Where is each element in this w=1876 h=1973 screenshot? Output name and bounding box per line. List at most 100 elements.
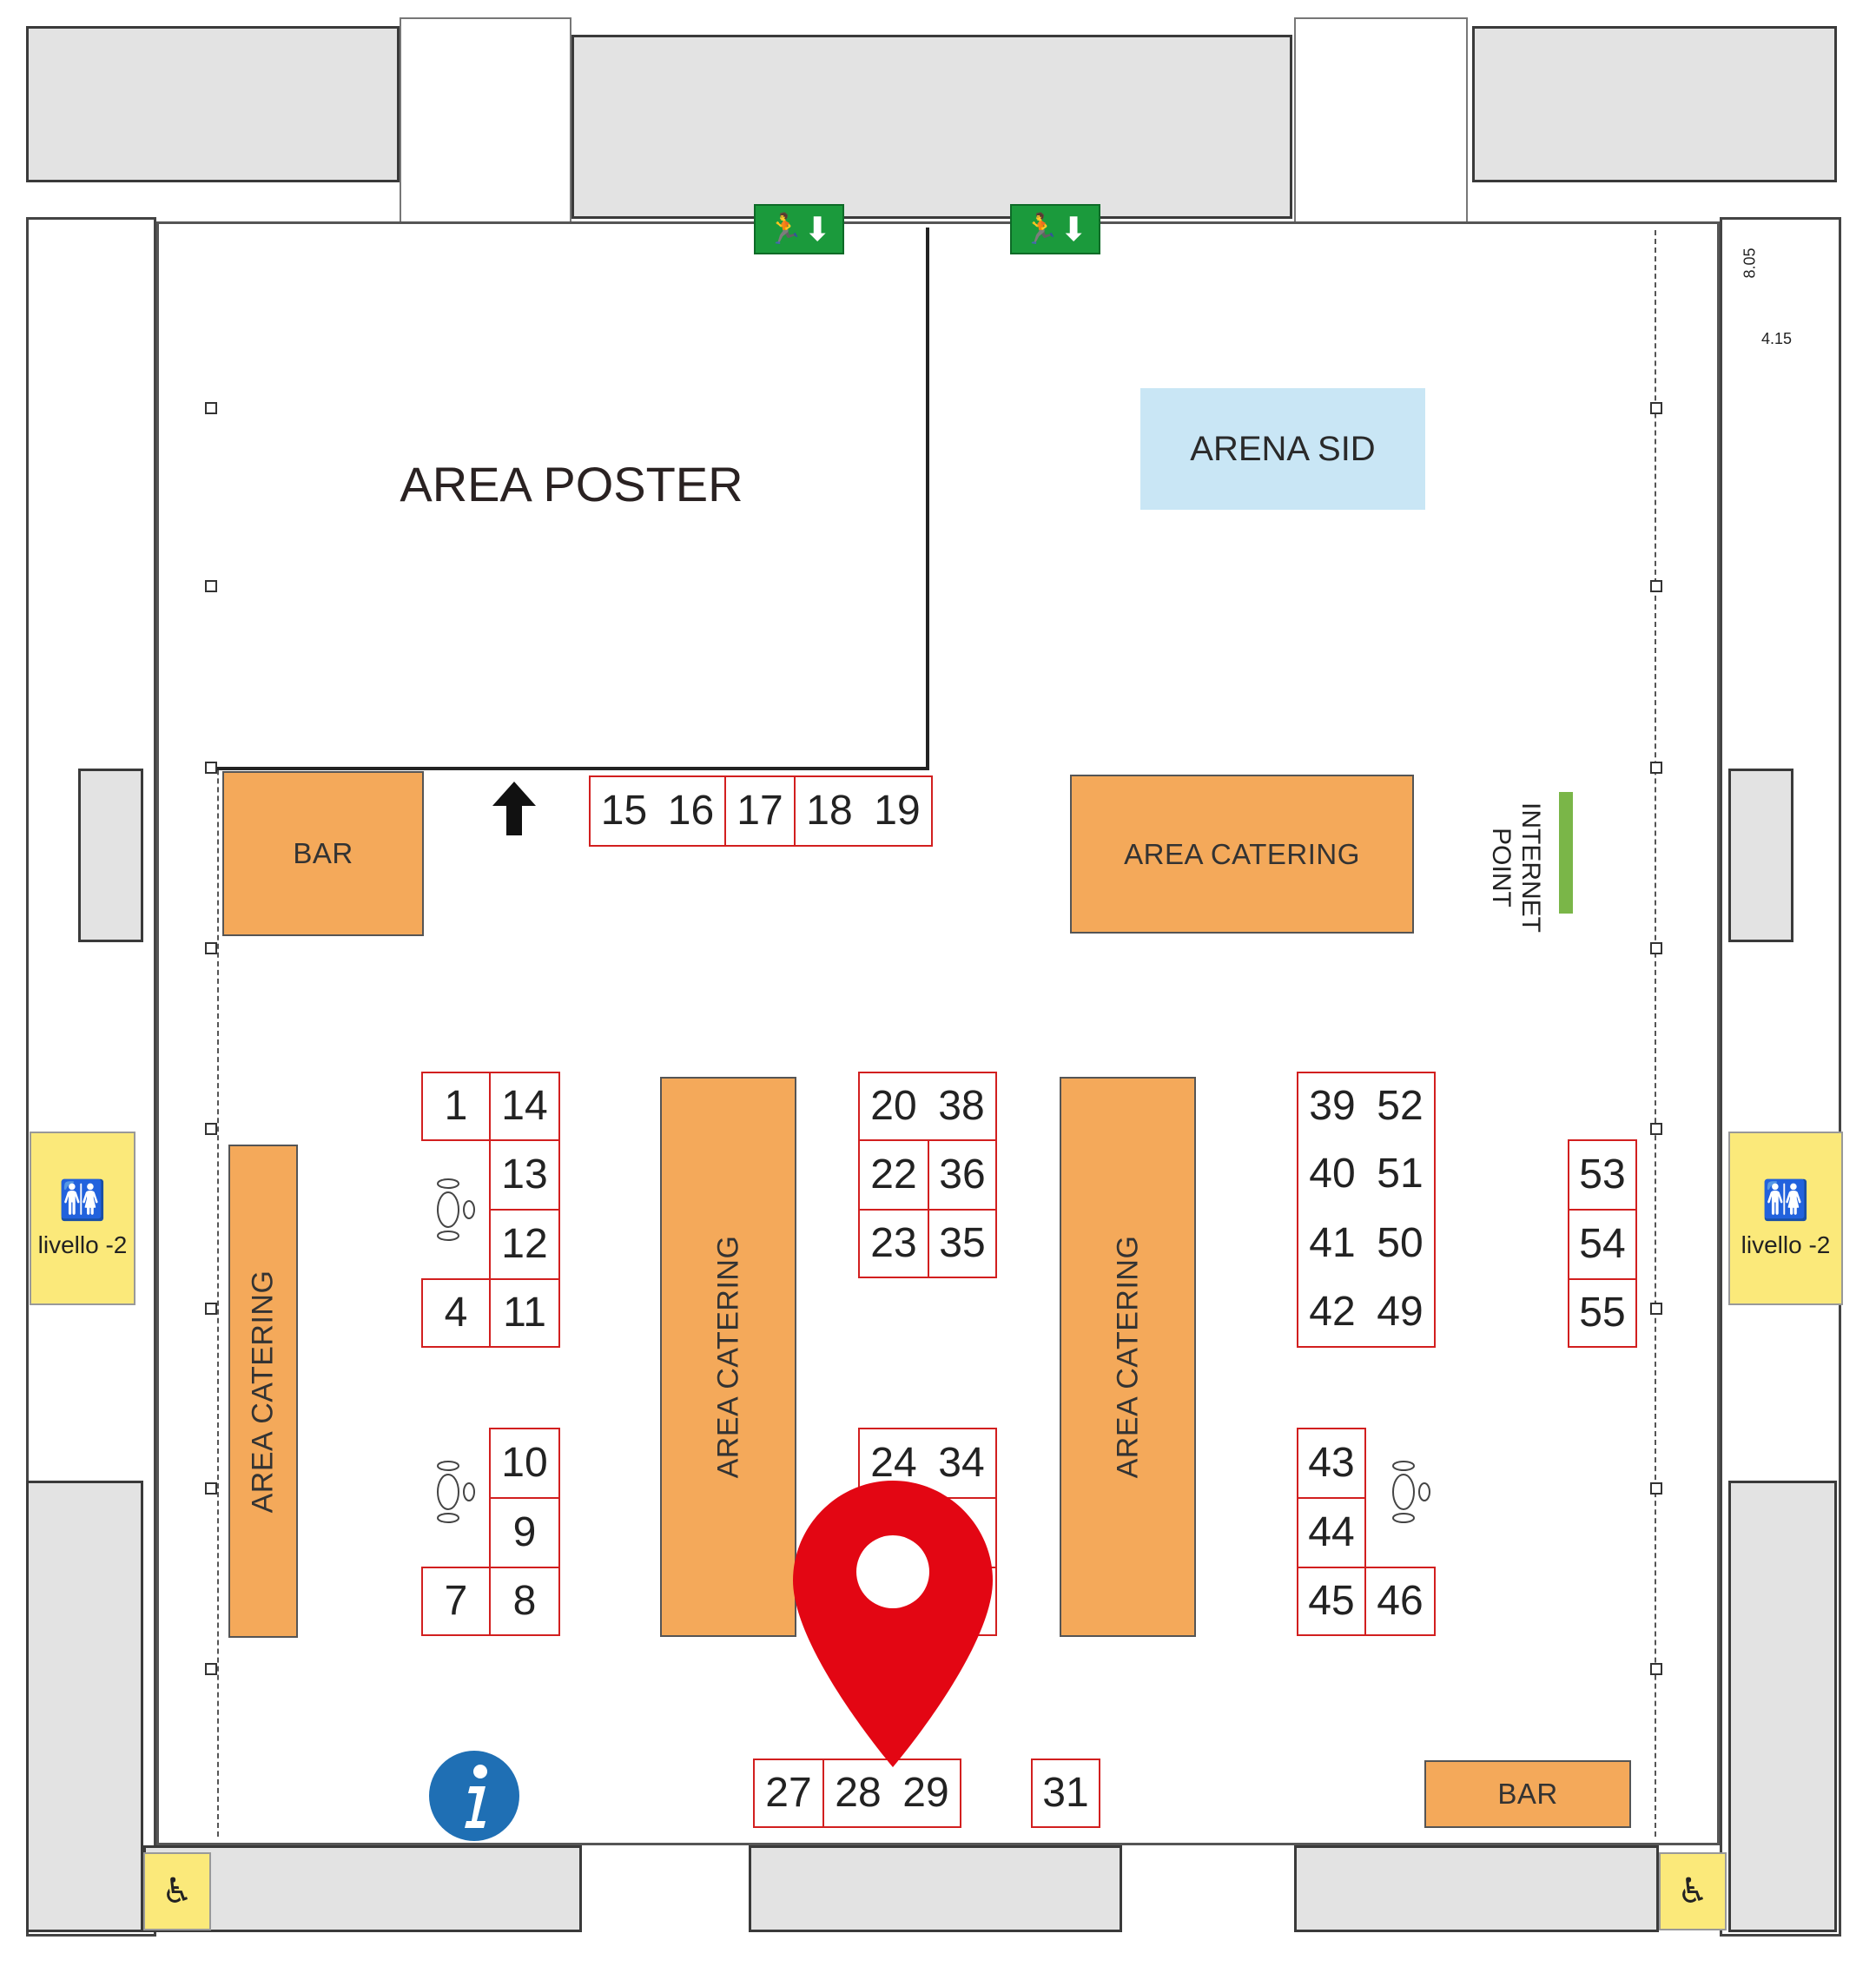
pillar [205, 1482, 217, 1495]
stand-17[interactable]: 17 [724, 775, 796, 847]
stand-8[interactable]: 8 [489, 1567, 560, 1636]
stand-9[interactable]: 9 [489, 1497, 560, 1568]
down-arrow-icon: ⬇ [1060, 211, 1088, 248]
restroom-icon: 🚻 [58, 1179, 107, 1222]
stand-4[interactable]: 4 [421, 1278, 491, 1348]
dimension-label-vertical: 8.05 [1741, 247, 1759, 279]
restroom-left-label: livello -2 [37, 1231, 128, 1258]
emergency-exit-icon: 🏃⬇ [1010, 204, 1100, 254]
stand-number: 34 [938, 1440, 985, 1486]
stand-42-49[interactable]: 42 49 [1297, 1278, 1436, 1348]
pillar [205, 942, 217, 954]
pillar [205, 580, 217, 592]
dimension-label-horizontal: 4.15 [1761, 330, 1793, 347]
stand-36[interactable]: 36 [928, 1139, 997, 1211]
bar-left[interactable]: BAR [222, 771, 424, 936]
catering-vertical-3[interactable]: AREA CATERING [1060, 1077, 1196, 1637]
stand-number: 13 [501, 1151, 548, 1198]
stand-27[interactable]: 27 [753, 1759, 824, 1828]
stand-54[interactable]: 54 [1568, 1209, 1637, 1280]
restroom-right[interactable]: 🚻 livello -2 [1728, 1132, 1843, 1305]
stand-number: 41 [1309, 1220, 1356, 1266]
stand-number: 45 [1308, 1578, 1355, 1624]
stand-number: 24 [870, 1440, 917, 1486]
info-icon[interactable] [428, 1750, 520, 1842]
wall-top-center-block [571, 35, 1292, 219]
restroom-left[interactable]: 🚻 livello -2 [30, 1132, 135, 1305]
stand-45[interactable]: 45 [1297, 1567, 1366, 1636]
stand-number: 51 [1377, 1151, 1424, 1197]
pillar [1650, 1482, 1662, 1495]
catering-top[interactable]: AREA CATERING [1070, 775, 1414, 934]
bar-right[interactable]: BAR [1424, 1760, 1631, 1828]
wall-bottom-center [749, 1845, 1122, 1932]
wall-left-mid-block [78, 769, 143, 942]
catering-top-label: AREA CATERING [1124, 837, 1360, 870]
stand-number: 11 [503, 1290, 546, 1336]
pillar [1650, 1663, 1662, 1675]
stand-39-52[interactable]: 39 52 [1297, 1072, 1436, 1141]
exit-figure-icon: 🏃 [1022, 213, 1060, 246]
pillar [1650, 762, 1662, 774]
wheelchair-icon: ♿ [143, 1852, 211, 1930]
stand-number: 40 [1309, 1151, 1356, 1197]
stand-number: 9 [512, 1509, 537, 1555]
catering-vertical-1[interactable]: AREA CATERING [228, 1145, 298, 1638]
stand-53[interactable]: 53 [1568, 1139, 1637, 1211]
stand-23[interactable]: 23 [858, 1209, 929, 1278]
pillar [1650, 580, 1662, 592]
stand-number: 31 [1042, 1770, 1089, 1816]
pillar [205, 762, 217, 774]
seating-icon [1392, 1461, 1430, 1523]
stand-13[interactable]: 13 [489, 1139, 560, 1211]
stand-number: 23 [870, 1220, 917, 1266]
stand-11[interactable]: 11 [489, 1278, 560, 1348]
catering-vertical-1-label: AREA CATERING [246, 1270, 280, 1513]
stand-40-51[interactable]: 40 51 [1297, 1139, 1436, 1211]
stand-number: 12 [501, 1221, 548, 1267]
stand-12[interactable]: 12 [489, 1209, 560, 1280]
stand-7[interactable]: 7 [421, 1567, 491, 1636]
wall-left-lower-block [26, 1481, 143, 1932]
poster-area[interactable]: AREA POSTER [217, 228, 929, 770]
emergency-exit-icon: 🏃⬇ [754, 204, 844, 254]
stand-1[interactable]: 1 [421, 1072, 491, 1141]
location-pin-icon[interactable] [793, 1481, 993, 1767]
wall-right-mid-block [1728, 769, 1793, 942]
stand-35[interactable]: 35 [928, 1209, 997, 1278]
stand-number: 52 [1377, 1083, 1424, 1129]
catering-vertical-2[interactable]: AREA CATERING [660, 1077, 796, 1637]
stand-14[interactable]: 14 [489, 1072, 560, 1141]
stand-55[interactable]: 55 [1568, 1278, 1637, 1348]
stand-number: 49 [1377, 1289, 1424, 1335]
wall-right-lower-block [1728, 1481, 1837, 1932]
bar-right-label: BAR [1497, 1778, 1558, 1810]
stand-number: 27 [765, 1770, 812, 1816]
stand-43[interactable]: 43 [1297, 1428, 1366, 1499]
stand-number: 43 [1308, 1440, 1355, 1486]
arrow-up-icon [492, 782, 536, 835]
stand-31[interactable]: 31 [1031, 1759, 1100, 1828]
stand-number: 42 [1309, 1289, 1356, 1335]
pillar [1650, 942, 1662, 954]
wall-top-right-block [1472, 26, 1837, 182]
internet-point[interactable]: INTERNET POINT [1481, 786, 1550, 934]
arena-sid[interactable]: ARENA SID [1140, 388, 1425, 510]
stand-46[interactable]: 46 [1364, 1567, 1436, 1636]
pillar [205, 402, 217, 414]
stand-number: 36 [939, 1151, 986, 1198]
restroom-icon: 🚻 [1761, 1179, 1810, 1222]
stand-number: 17 [737, 788, 783, 834]
stand-10[interactable]: 10 [489, 1428, 560, 1499]
stand-44[interactable]: 44 [1297, 1497, 1366, 1568]
stand-number: 39 [1309, 1083, 1356, 1129]
internet-point-label: INTERNET POINT [1487, 802, 1545, 933]
wheelchair-icon: ♿ [1659, 1852, 1727, 1930]
stand-22[interactable]: 22 [858, 1139, 929, 1211]
stand-number: 18 [806, 788, 853, 834]
